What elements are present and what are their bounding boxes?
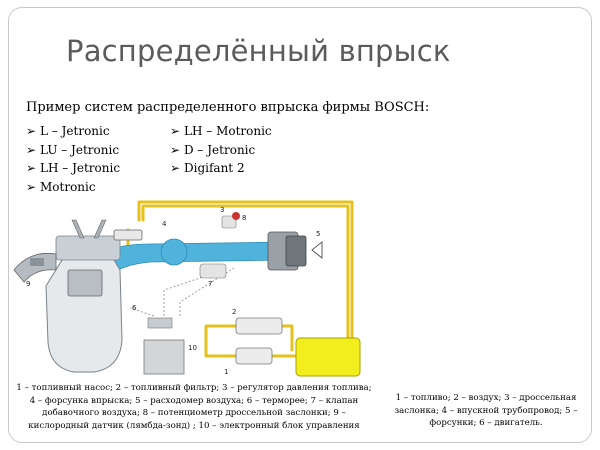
air-intake	[105, 231, 323, 273]
fuel-pump	[235, 347, 273, 365]
slide-subtitle: Пример систем распределенного впрыска фи…	[26, 100, 430, 115]
throttle-body	[160, 238, 188, 266]
label-1: 1	[224, 368, 228, 376]
electronic-control-unit	[143, 339, 185, 375]
label-9: 9	[26, 280, 30, 288]
bullet-item: ➢Digifant 2	[170, 159, 272, 178]
cylinder-head	[55, 235, 121, 261]
flow-caption: 1 – топливо; 2 – воздух; 3 – дроссельная…	[394, 393, 578, 428]
bullet-item: ➢Motronic	[26, 178, 120, 197]
arrow-bullet-icon: ➢	[26, 179, 37, 194]
slide-title: Распределённый впрыск	[66, 34, 451, 68]
bullet-list-right: ➢LH – Motronic ➢D – Jetronic ➢Digifant 2	[170, 122, 272, 178]
label-10: 10	[188, 344, 197, 352]
bullet-item: ➢L – Jetronic	[26, 122, 120, 141]
air-filter	[285, 235, 307, 267]
arrow-bullet-icon: ➢	[170, 161, 181, 175]
arrow-bullet-icon: ➢	[26, 161, 37, 175]
bullet-text: LH – Jetronic	[40, 161, 121, 175]
label-7: 7	[208, 280, 212, 288]
injection-system-diagram: 1 2 3 4 5 6 7 8 9 10	[13, 200, 361, 377]
fuel-rail	[113, 229, 143, 241]
label-6: 6	[132, 304, 137, 312]
label-5: 5	[316, 230, 320, 238]
bullet-text: D – Jetronic	[184, 142, 256, 157]
lambda-sensor	[30, 258, 44, 266]
engine	[13, 219, 143, 373]
diagram-labels: 1 2 3 4 5 6 7 8 9 10	[26, 206, 320, 376]
label-2: 2	[232, 308, 236, 316]
fuel-tank	[295, 337, 361, 377]
bullet-text: Motronic	[40, 179, 96, 194]
thermo-switch	[147, 317, 173, 329]
arrow-bullet-icon: ➢	[170, 142, 181, 157]
arrow-bullet-icon: ➢	[26, 142, 37, 157]
valve-left	[71, 219, 85, 239]
fuel-line-supply-upper	[280, 324, 294, 352]
label-4: 4	[162, 220, 167, 228]
intake-manifold	[105, 241, 291, 273]
components	[30, 212, 361, 377]
label-3: 3	[220, 206, 224, 214]
signal-wires	[129, 267, 235, 317]
bullet-item: ➢LH – Jetronic	[26, 159, 120, 178]
bullet-list-left: ➢L – Jetronic ➢LU – Jetronic ➢LH – Jetro…	[26, 122, 120, 196]
bullet-text: LU – Jetronic	[40, 142, 120, 157]
air-inlet-arrow	[311, 241, 323, 259]
bullet-text: LH – Motronic	[184, 124, 272, 138]
auxiliary-air-valve	[199, 263, 227, 279]
bullet-item: ➢LU – Jetronic	[26, 141, 120, 160]
valve-right	[93, 219, 107, 239]
exhaust-pipe	[13, 252, 57, 283]
fuel-filter	[235, 317, 283, 335]
throttle-potentiometer	[232, 212, 240, 220]
piston	[67, 269, 103, 297]
bullet-text: L – Jetronic	[40, 124, 110, 138]
engine-block	[45, 249, 123, 373]
fuel-line-return-inner	[141, 204, 350, 348]
bullet-item: ➢D – Jetronic	[170, 141, 272, 160]
label-8: 8	[242, 214, 246, 222]
components-caption: 1 – топливный насос; 2 – топливный фильт…	[16, 383, 372, 431]
pressure-regulator	[221, 215, 237, 229]
bullet-text: Digifant 2	[184, 161, 245, 175]
fuel-line-supply-mid	[204, 324, 238, 358]
arrow-bullet-icon: ➢	[26, 124, 37, 138]
bullet-item: ➢LH – Motronic	[170, 122, 272, 141]
arrow-bullet-icon: ➢	[170, 124, 181, 138]
